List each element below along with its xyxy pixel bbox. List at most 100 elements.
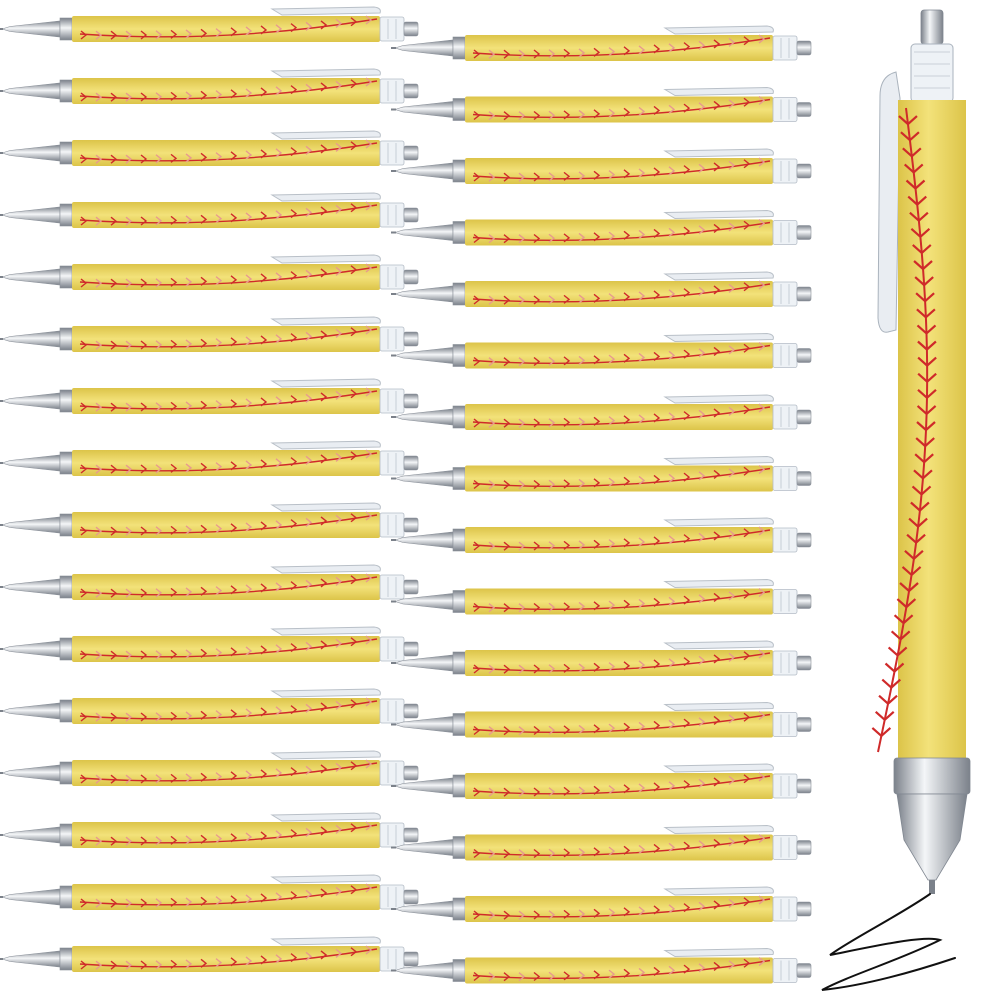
stitch-mark: [80, 340, 88, 350]
stitch-mark: [533, 602, 541, 613]
stitch-mark: [215, 834, 223, 844]
pen-grip-ring: [59, 389, 73, 413]
stitch-mark: [488, 480, 496, 490]
stitch-mark: [683, 226, 691, 236]
stitch-seam: [472, 344, 771, 365]
stitch-mark: [185, 153, 193, 163]
ballpoint: [0, 772, 3, 774]
featured-stitch: [910, 501, 930, 512]
stitch-mark: [155, 92, 163, 102]
featured-stitch: [914, 453, 934, 464]
stitch-mark: [95, 464, 103, 474]
featured-stitch: [911, 485, 932, 496]
stitch-mark: [623, 845, 631, 855]
stitch-mark: [95, 526, 103, 536]
stitch-mark: [683, 534, 691, 544]
stitch-mark: [245, 150, 253, 160]
ballpoint: [0, 586, 3, 588]
stitch-mark: [638, 45, 646, 55]
stitch-mark: [728, 960, 736, 970]
left-pen-15: [0, 874, 419, 910]
stitch-mark: [713, 777, 721, 787]
featured-stitch: [916, 421, 936, 432]
pen-cap: [379, 202, 405, 228]
stitch-mark: [275, 954, 283, 964]
stitch-mark: [698, 102, 706, 112]
stitch-mark: [275, 768, 283, 778]
stitch-mark: [320, 826, 328, 836]
pen-barrel: [72, 202, 380, 228]
pen-barrel: [72, 698, 380, 724]
featured-stitch: [901, 566, 922, 577]
stitch-mark: [548, 356, 556, 366]
stitch-mark: [698, 40, 706, 50]
stitch-mark: [125, 526, 133, 536]
stitch-mark: [548, 295, 556, 305]
stitch-mark: [200, 276, 208, 286]
stitch-mark: [200, 524, 208, 534]
stitch-mark: [563, 909, 571, 919]
pen-cap: [772, 958, 798, 983]
stitch-mark: [200, 28, 208, 38]
stitch-mark: [215, 90, 223, 100]
stitch-mark: [518, 357, 526, 367]
stitch-mark: [563, 479, 571, 489]
stitch-mark: [335, 204, 343, 214]
stitch-mark: [668, 473, 676, 483]
stitch-mark: [140, 278, 148, 288]
stitch-mark: [110, 960, 118, 970]
stitch-mark: [365, 945, 373, 955]
stitch-mark: [95, 774, 103, 784]
stitch-mark: [80, 92, 88, 102]
stitch-mark: [185, 773, 193, 783]
stitch-mark: [170, 277, 178, 287]
pen-plunger: [403, 517, 419, 533]
stitch-mark: [698, 471, 706, 481]
pen-cap: [379, 450, 405, 476]
stitch-mark: [365, 325, 373, 335]
featured-pen: [871, 9, 971, 894]
stitch-mark: [758, 526, 766, 536]
pen-cap: [379, 760, 405, 786]
stitch-mark: [80, 402, 88, 412]
pen-plunger: [796, 717, 812, 732]
stitch-mark: [638, 229, 646, 239]
stitch-mark: [503, 111, 511, 121]
stitch-mark: [185, 649, 193, 659]
featured-stitch: [902, 147, 922, 158]
stitch-mark: [608, 170, 616, 180]
stitch-mark: [623, 661, 631, 671]
stitch-mark: [200, 400, 208, 410]
stitch-mark: [80, 588, 88, 598]
stitch-mark: [335, 266, 343, 276]
stitch-mark: [593, 170, 601, 180]
stitch-mark: [245, 274, 253, 284]
stitch-mark: [125, 588, 133, 598]
pen-clip: [663, 455, 774, 466]
left-pen-5: [0, 254, 419, 290]
stitch-mark: [350, 761, 358, 771]
pen-grip-ring: [59, 823, 73, 847]
stitch-mark: [125, 340, 133, 350]
pen-plunger: [403, 269, 419, 285]
featured-stitch: [912, 244, 932, 255]
pen-barrel: [465, 219, 773, 246]
stitch-mark: [578, 970, 586, 980]
middle-pen-13: [391, 763, 812, 799]
stitch-mark: [503, 910, 511, 920]
featured-stitch: [874, 710, 895, 722]
stitch-mark: [578, 48, 586, 58]
stitch-seam: [472, 221, 771, 242]
stitch-mark: [668, 289, 676, 299]
stitch-seam: [472, 283, 771, 303]
pen-tip: [0, 268, 61, 286]
pen-grip-ring: [59, 947, 73, 971]
stitch-mark: [668, 965, 676, 975]
stitch-mark: [290, 953, 298, 963]
stitch-mark: [305, 641, 313, 651]
pen-plunger: [403, 207, 419, 223]
stitch-mark: [623, 169, 631, 179]
stitch-mark: [563, 848, 571, 858]
stitch-mark: [260, 87, 268, 97]
stitch-mark: [95, 898, 103, 908]
